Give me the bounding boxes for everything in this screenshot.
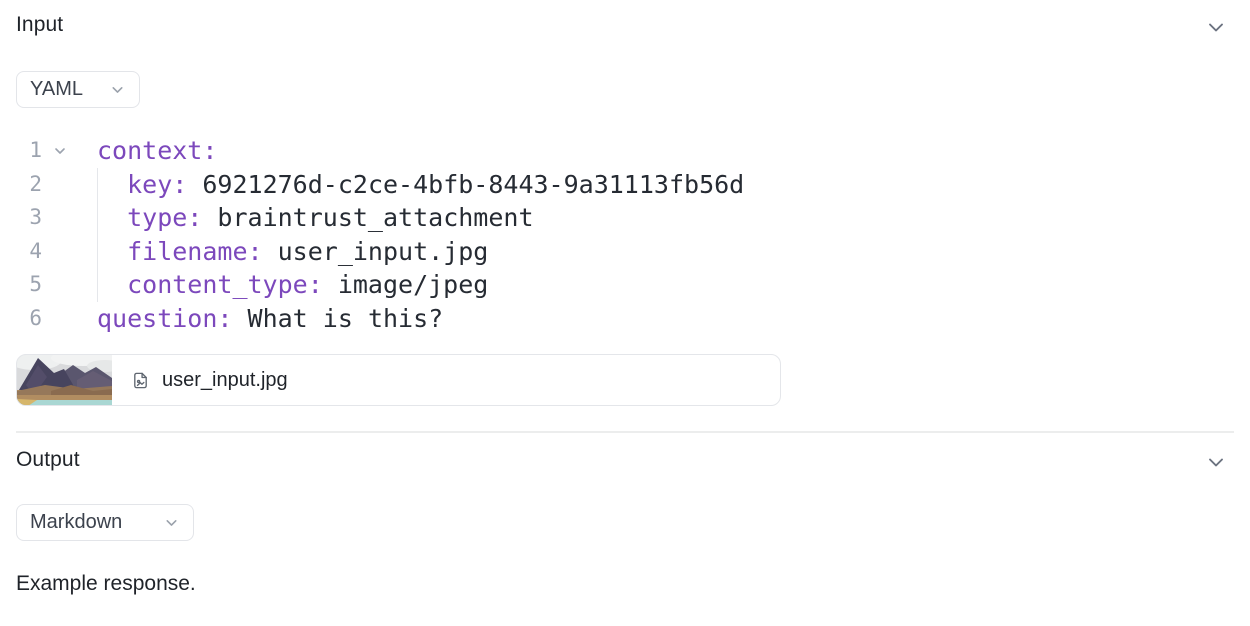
output-format-label: Markdown (30, 511, 123, 533)
yaml-key: key: (127, 169, 188, 199)
response-text: Example response. (16, 572, 196, 595)
attachment-filename: user_input.jpg (162, 368, 288, 391)
input-format-dropdown[interactable]: YAML (16, 71, 140, 108)
chevron-down-icon (109, 81, 126, 98)
yaml-value: user_input.jpg (277, 236, 489, 266)
code-line: 6 question: What is this? (0, 302, 1250, 336)
input-format-label: YAML (30, 78, 83, 100)
yaml-value: braintrust_attachment (217, 203, 534, 233)
yaml-key: filename: (127, 236, 263, 266)
yaml-key: question: (97, 303, 233, 333)
output-format-dropdown[interactable]: Markdown (16, 504, 194, 541)
output-collapse-chevron-icon[interactable] (1206, 452, 1226, 472)
code-line: 5 content_type: image/jpeg (0, 268, 1250, 302)
image-file-icon (131, 370, 150, 391)
line-number: 6 (29, 305, 42, 330)
yaml-value: image/jpeg (337, 270, 489, 300)
yaml-key: context: (97, 136, 218, 165)
code-line: 1 context: (0, 134, 1250, 168)
yaml-value: What is this? (247, 303, 444, 333)
code-line: 4 filename: user_input.jpg (0, 235, 1250, 269)
indent-guide (97, 168, 98, 302)
attachment-thumbnail (17, 355, 112, 405)
yaml-key: content_type: (127, 270, 323, 300)
line-number: 2 (29, 171, 42, 196)
yaml-code-viewer: 1 context: 2 key: 6921276d-c2ce-4bfb-8443… (0, 134, 1250, 336)
attachment-chip[interactable]: user_input.jpg (16, 354, 781, 406)
input-section-title: Input (16, 13, 64, 36)
line-number: 4 (29, 238, 42, 263)
section-divider (16, 431, 1234, 433)
line-number: 1 (29, 138, 42, 162)
output-section-title: Output (16, 448, 80, 471)
fold-chevron-icon[interactable] (52, 143, 68, 159)
yaml-key: type: (127, 203, 203, 233)
code-line: 2 key: 6921276d-c2ce-4bfb-8443-9a31113fb5… (0, 168, 1250, 202)
code-line: 3 type: braintrust_attachment (0, 201, 1250, 235)
chevron-down-icon (163, 514, 180, 531)
yaml-value: 6921276d-c2ce-4bfb-8443-9a31113fb56d (202, 169, 745, 199)
line-number: 5 (29, 272, 42, 297)
input-collapse-chevron-icon[interactable] (1206, 17, 1226, 37)
line-number: 3 (29, 205, 42, 230)
